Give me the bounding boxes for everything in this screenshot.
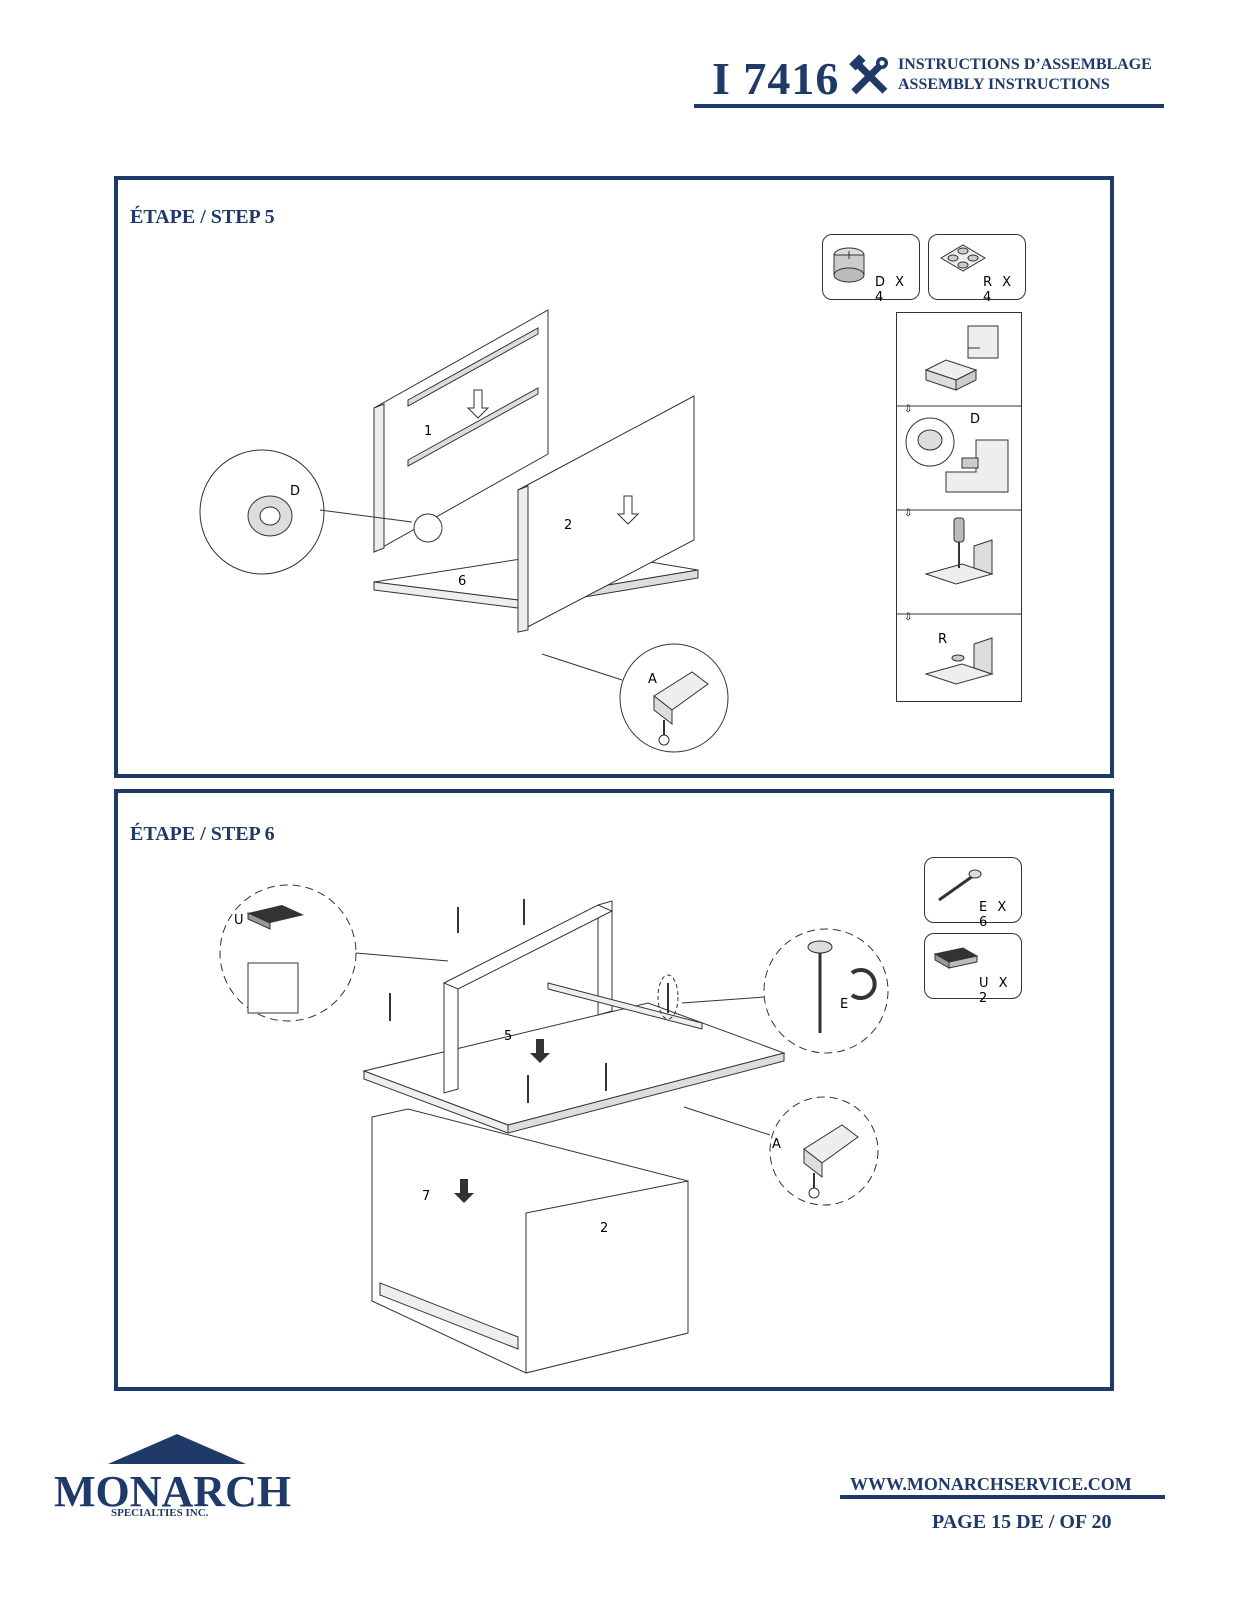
hardware-kit-e: E X 6 xyxy=(924,857,1022,930)
part-label-2: 2 xyxy=(564,518,573,533)
document-number: I 7416 xyxy=(712,53,840,104)
callout-label-a: A xyxy=(772,1137,781,1152)
svg-text:⇩: ⇩ xyxy=(904,404,912,415)
svg-text:⇩: ⇩ xyxy=(904,612,912,623)
header-title-en: ASSEMBLY INSTRUCTIONS xyxy=(898,76,1110,93)
screw-icon xyxy=(938,869,982,902)
part-label-6: 6 xyxy=(458,574,467,589)
step-6-title: ÉTAPE / STEP 6 xyxy=(130,823,275,845)
end-cap-icon xyxy=(933,947,979,969)
part-label-5: 5 xyxy=(504,1029,513,1044)
hardware-kit-e-label: E X 6 xyxy=(979,900,1010,930)
step-5-title: ÉTAPE / STEP 5 xyxy=(130,206,275,228)
monarch-logo-roof xyxy=(108,1434,246,1464)
website-link[interactable]: WWW.MONARCHSERVICE.COM xyxy=(850,1474,1132,1494)
header-title-fr: INSTRUCTIONS D’ASSEMBLAGE xyxy=(898,56,1152,73)
hardware-kit-r: R X 4 xyxy=(928,234,1026,305)
hardware-kit-d-label: D X 4 xyxy=(875,275,908,305)
part-label-1: 1 xyxy=(424,424,433,439)
header-rule xyxy=(694,104,1164,108)
callout-label-a: A xyxy=(648,672,657,687)
sequence-label-r: R xyxy=(938,632,948,647)
monarch-logo-text: MONARCH xyxy=(54,1467,292,1516)
tools-icon xyxy=(849,54,888,95)
footer-rule xyxy=(840,1495,1165,1499)
hardware-kit-r-label: R X 4 xyxy=(983,275,1015,305)
callout-label-e: E xyxy=(840,997,849,1012)
sequence-label-d: D xyxy=(970,412,981,427)
step-5-panel: ÉTAPE / STEP 5 D X 4 R X 4 xyxy=(114,176,1114,778)
callout-label-u: U xyxy=(234,913,244,928)
cam-lock-icon xyxy=(833,247,865,283)
step-5-diagram xyxy=(199,309,729,753)
hardware-kit-d: D X 4 xyxy=(822,234,920,305)
cam-lock-sequence: ⇩ ⇩ ⇩ xyxy=(896,312,1022,702)
part-label-7: 7 xyxy=(422,1189,431,1204)
page-number: PAGE 15 DE / OF 20 xyxy=(932,1511,1112,1533)
hardware-kit-u: U X 2 xyxy=(924,933,1022,1006)
step-6-panel: ÉTAPE / STEP 6 E X 6 U X 2 xyxy=(114,789,1114,1391)
part-label-2: 2 xyxy=(600,1221,609,1236)
callout-label-d: D xyxy=(290,484,301,499)
hardware-kit-u-label: U X 2 xyxy=(979,976,1011,1006)
cover-cap-icon xyxy=(940,244,986,272)
svg-text:⇩: ⇩ xyxy=(904,508,912,519)
step-6-diagram xyxy=(219,884,889,1374)
monarch-logo-subtitle: SPECIALTIES INC. xyxy=(111,1507,209,1519)
